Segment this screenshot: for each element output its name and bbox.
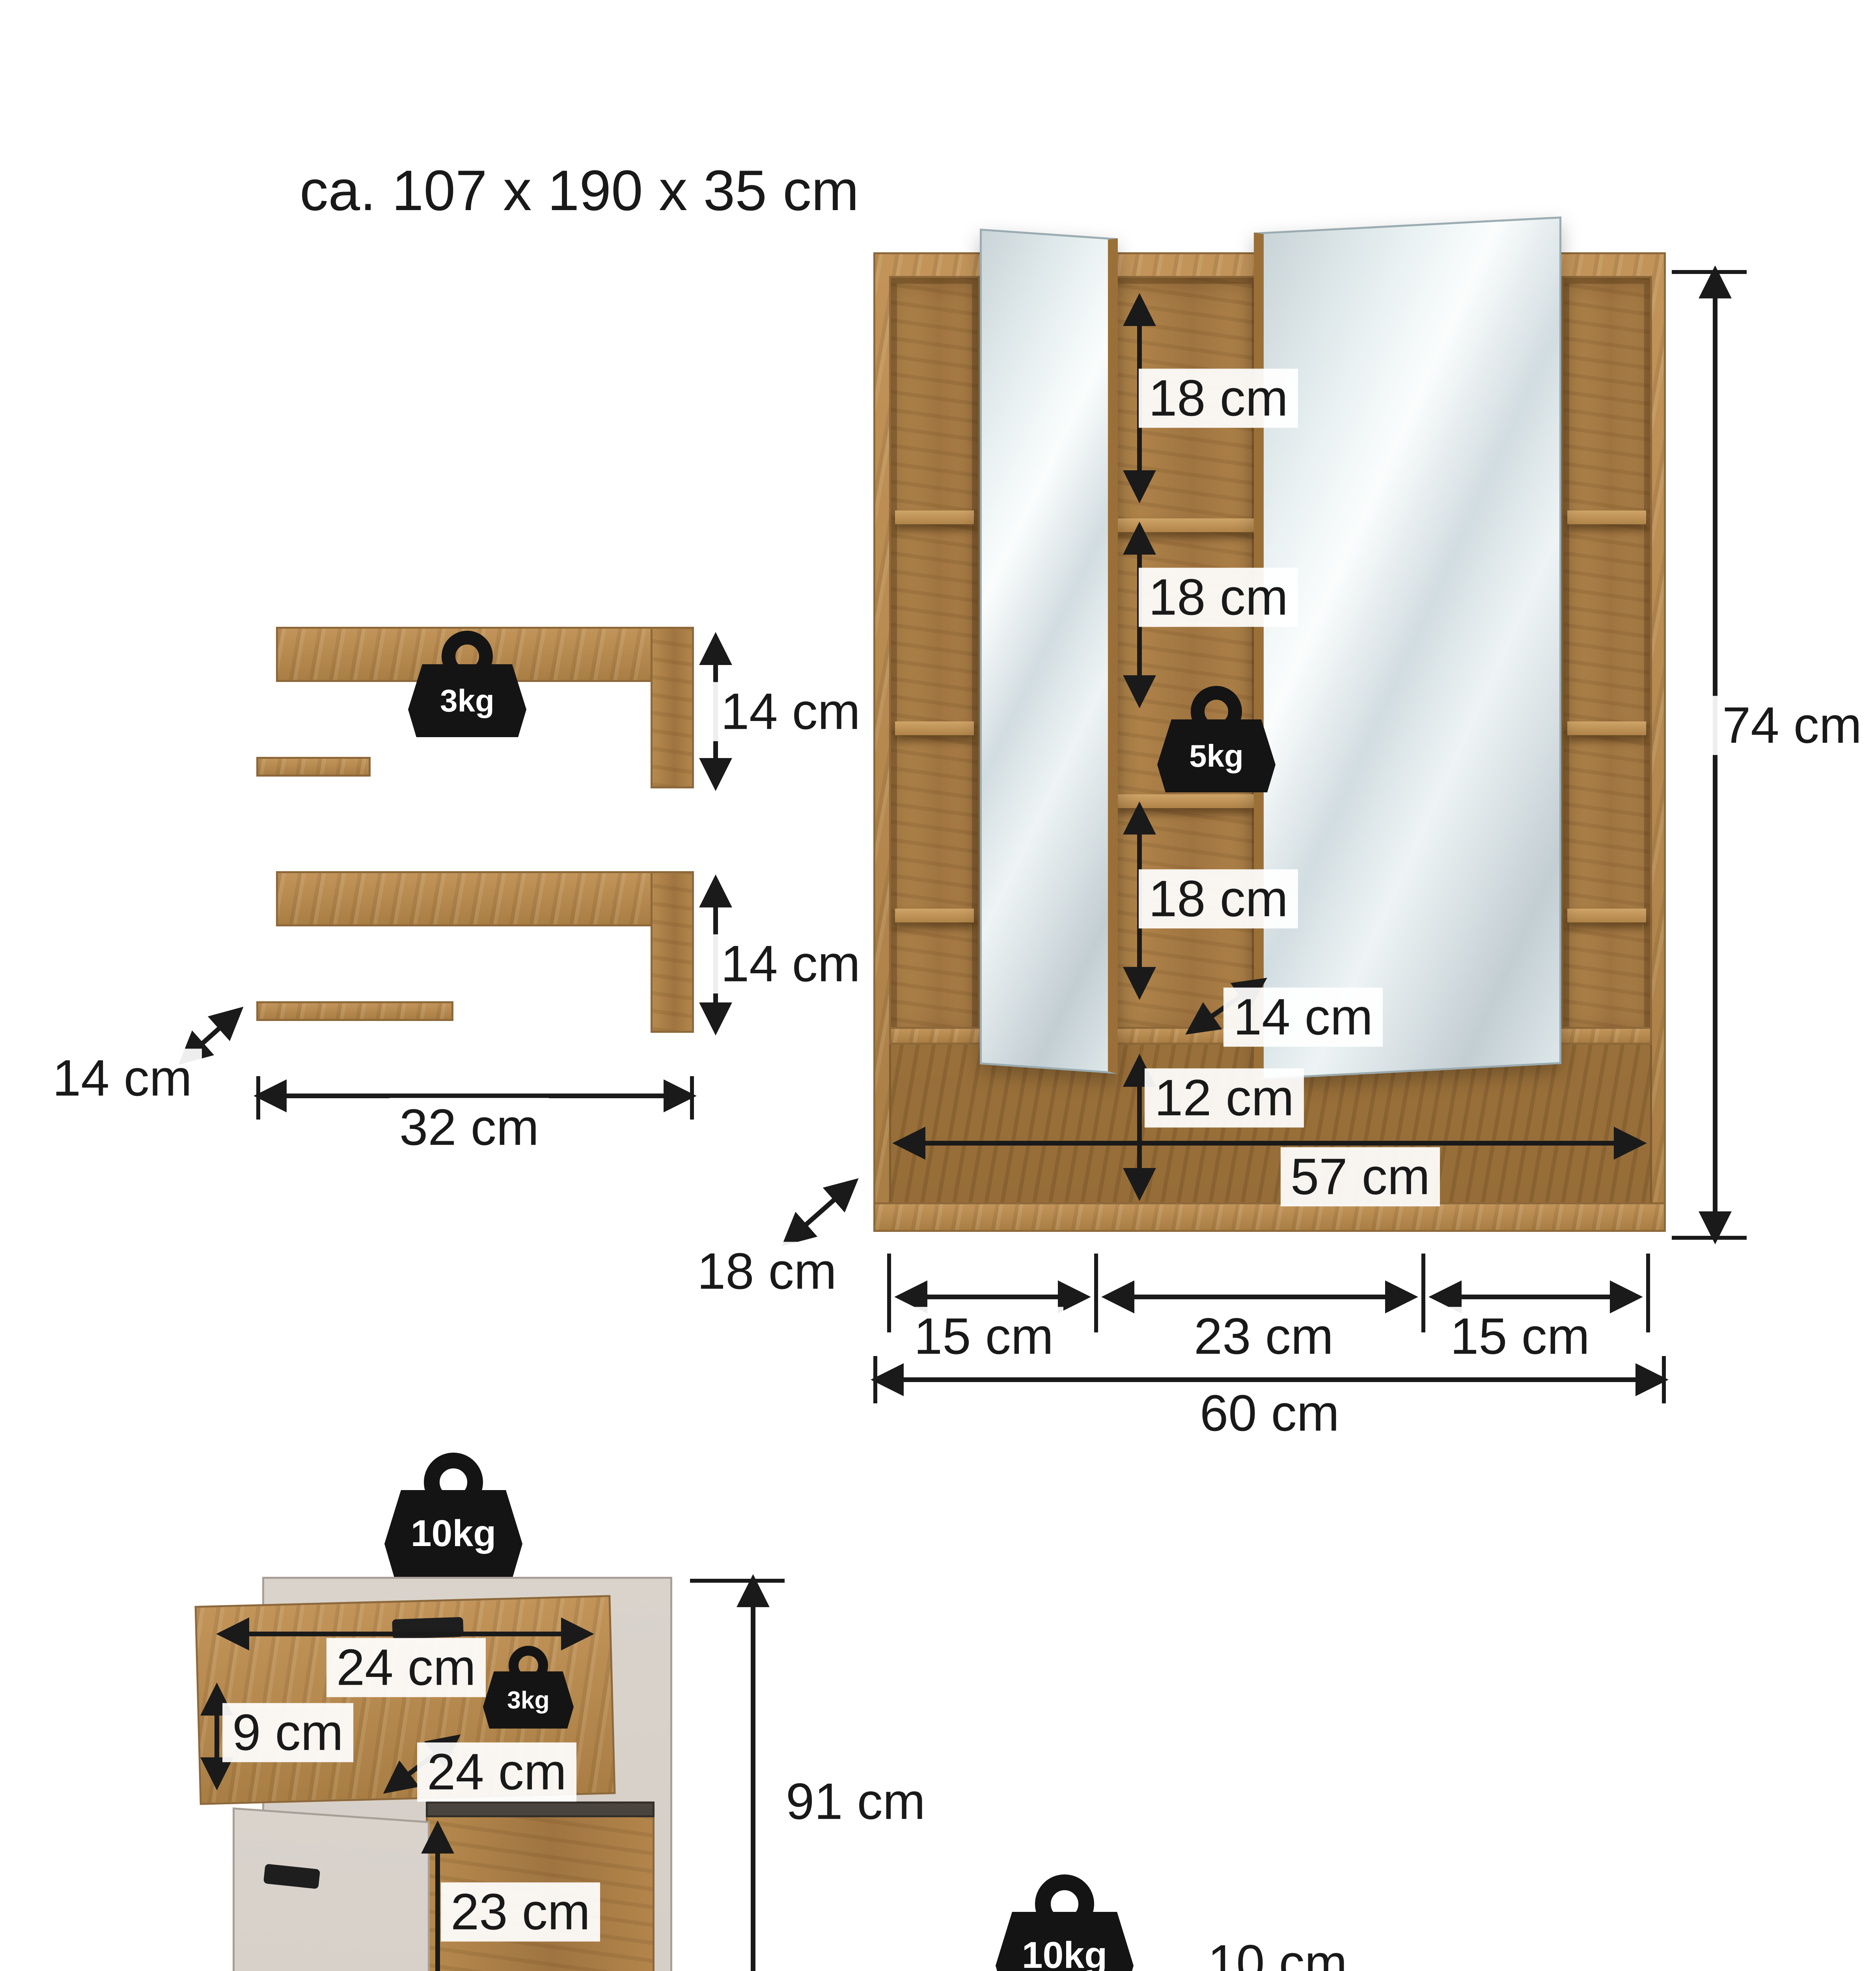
dim-vanity-hole: 10 cm (1197, 1934, 1358, 1971)
mirror-cabinet-right-shelf-column (1561, 276, 1652, 1041)
weight-icon-vanity-top: 10kg (996, 1874, 1134, 1971)
weight-label: 5kg (1157, 719, 1276, 792)
mirror-cabinet-left-shelf-column (889, 276, 980, 1041)
shelf-divider (1567, 510, 1646, 524)
shelf-divider (895, 510, 974, 524)
dim-mirror-compartment-1: 18 cm (1138, 369, 1298, 428)
tall-cabinet-arrows (200, 1574, 785, 1971)
wall-shelf-bottom-side-panel (651, 871, 694, 1033)
wall-shelf-bottom-rail (256, 1001, 453, 1021)
dim-mirror-height: 74 cm (1712, 696, 1872, 755)
mirror-cabinet-bottom-board (873, 1202, 1666, 1232)
dim-mirror-compartment-3: 18 cm (1138, 869, 1298, 928)
wall-shelf-top-rail (256, 757, 371, 777)
dim-mirror-section-left: 15 cm (904, 1307, 1064, 1366)
dim-mirror-bottom-opening: 12 cm (1144, 1068, 1304, 1127)
dim-mirror-door-width: 14 cm (1223, 987, 1383, 1047)
dim-shelf-height-top: 14 cm (710, 682, 871, 741)
dim-tall-drawer-width: 24 cm (326, 1638, 486, 1697)
mirror-cabinet-arrows (781, 265, 1747, 1403)
dim-tall-compartment-1: 23 cm (440, 1882, 600, 1941)
weight-icon-tall-cabinet-top: 10kg (384, 1453, 522, 1577)
weight-label: 10kg (996, 1912, 1134, 1971)
set-dimensions-title: ca. 107 x 190 x 35 cm (300, 158, 859, 222)
dim-tall-drawer-height: 9 cm (222, 1703, 353, 1762)
weight-icon-wall-shelf: 3kg (408, 631, 526, 737)
tall-cabinet-drawer-gap (426, 1801, 655, 1817)
shelf-divider (895, 909, 974, 922)
wall-shelf-top-side-panel (651, 627, 694, 788)
shelf-divider (1567, 721, 1646, 735)
dim-mirror-section-right: 15 cm (1440, 1307, 1600, 1366)
dim-tall-drawer-depth: 24 cm (417, 1742, 577, 1801)
weight-label: 10kg (384, 1490, 522, 1577)
dim-shelf-width: 32 cm (389, 1098, 549, 1157)
dim-shelf-depth: 14 cm (42, 1049, 202, 1108)
dim-mirror-section-middle: 23 cm (1184, 1307, 1344, 1366)
wall-shelf-bottom-board (276, 871, 694, 926)
dim-tall-height: 91 cm (776, 1772, 936, 1831)
dim-mirror-depth: 18 cm (687, 1242, 847, 1301)
dim-shelf-height-bottom: 14 cm (710, 934, 871, 993)
dim-mirror-inner-width: 57 cm (1280, 1147, 1440, 1206)
dim-mirror-width: 60 cm (1190, 1384, 1350, 1443)
shelf-divider (895, 721, 974, 735)
shelf-divider (1567, 909, 1646, 922)
weight-icon-tall-cabinet-drawer: 3kg (483, 1646, 574, 1729)
weight-label: 3kg (483, 1671, 574, 1729)
weight-icon-mirror-cabinet: 5kg (1157, 686, 1276, 792)
weight-label: 3kg (408, 664, 526, 737)
dim-mirror-compartment-2: 18 cm (1138, 568, 1298, 627)
